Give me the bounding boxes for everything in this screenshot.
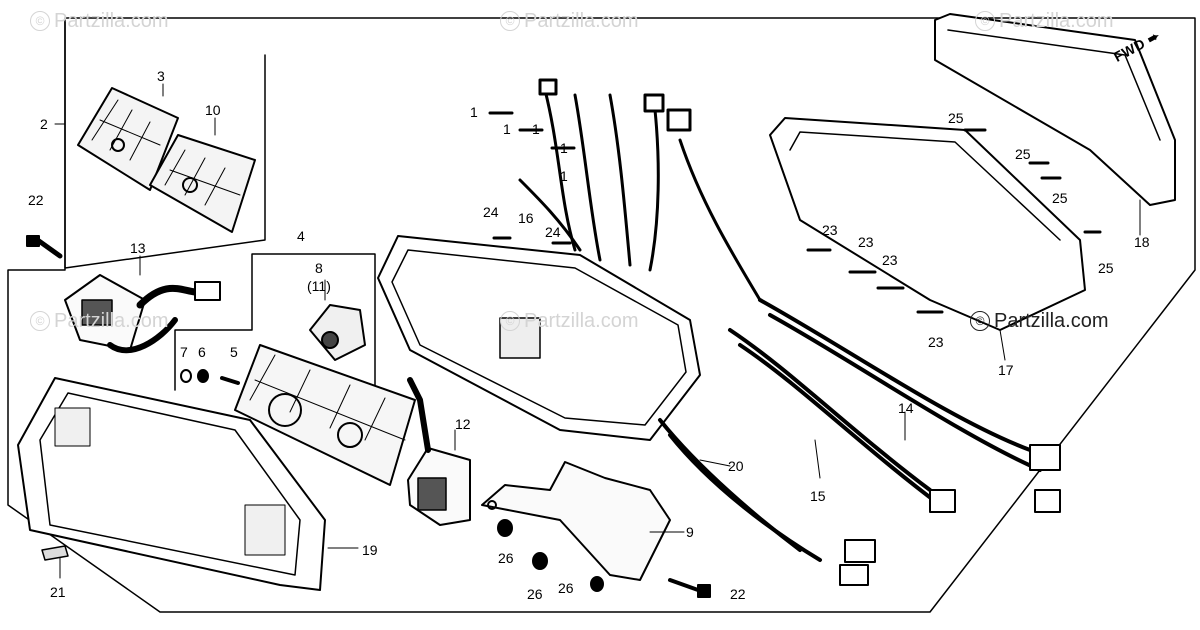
callout-1: 1 bbox=[560, 168, 568, 184]
callout-25: 25 bbox=[1015, 146, 1031, 162]
part-21-clip bbox=[41, 545, 69, 561]
watermark: ©Partzilla.com bbox=[30, 10, 168, 33]
assembly-boundary bbox=[7, 17, 1196, 613]
gauge-panel-4 bbox=[234, 344, 416, 486]
callout-19: 19 bbox=[362, 542, 378, 558]
callout-12: 12 bbox=[455, 416, 471, 432]
callout-8-sub: (11) bbox=[307, 278, 331, 294]
callout-23: 23 bbox=[928, 334, 944, 350]
watermark: ©Partzilla.com bbox=[970, 310, 1108, 333]
cover-18 bbox=[934, 13, 1176, 206]
group-4-bracket bbox=[174, 253, 376, 401]
bolt-22-left bbox=[26, 235, 63, 259]
callout-26: 26 bbox=[527, 586, 543, 602]
watermark: ©Partzilla.com bbox=[975, 10, 1113, 33]
socket-8 bbox=[309, 304, 366, 361]
group-2-bracket bbox=[64, 21, 266, 269]
callout-25: 25 bbox=[1052, 190, 1068, 206]
callout-10: 10 bbox=[205, 102, 221, 118]
callout-26: 26 bbox=[558, 580, 574, 596]
callout-3: 3 bbox=[157, 68, 165, 84]
callout-1: 1 bbox=[470, 104, 478, 120]
callout-1: 1 bbox=[532, 121, 540, 137]
callout-13: 13 bbox=[130, 240, 146, 256]
callout-8: 8 bbox=[315, 260, 323, 276]
callout-15: 15 bbox=[810, 488, 826, 504]
callout-23: 23 bbox=[858, 234, 874, 250]
callout-21: 21 bbox=[50, 584, 66, 600]
callout-4: 4 bbox=[297, 228, 305, 244]
watermark: ©Partzilla.com bbox=[500, 310, 638, 333]
callout-6: 6 bbox=[198, 344, 206, 360]
callout-1: 1 bbox=[503, 121, 511, 137]
callout-26: 26 bbox=[498, 550, 514, 566]
screws-23-24-25 bbox=[492, 128, 1102, 314]
leader-lines bbox=[54, 83, 1141, 579]
bracket-9 bbox=[481, 461, 671, 581]
callout-1: 1 bbox=[560, 140, 568, 156]
callout-18: 18 bbox=[1134, 234, 1150, 250]
unit-12 bbox=[407, 377, 471, 526]
nuts-26 bbox=[497, 519, 604, 592]
indicator-panel-10 bbox=[149, 134, 256, 233]
callout-24: 24 bbox=[483, 204, 499, 220]
callout-17: 17 bbox=[998, 362, 1014, 378]
bolt-22-bottom bbox=[668, 578, 711, 598]
hardware-5-6-7 bbox=[180, 369, 240, 385]
callout-24: 24 bbox=[545, 224, 561, 240]
callout-5: 5 bbox=[230, 344, 238, 360]
callout-2: 2 bbox=[40, 116, 48, 132]
callout-25: 25 bbox=[1098, 260, 1114, 276]
unit-13 bbox=[64, 274, 221, 354]
screws-1 bbox=[488, 111, 576, 150]
callout-9: 9 bbox=[686, 524, 694, 540]
callout-23: 23 bbox=[822, 222, 838, 238]
callout-14: 14 bbox=[898, 400, 914, 416]
callout-22: 22 bbox=[28, 192, 44, 208]
watermark: ©Partzilla.com bbox=[500, 10, 638, 33]
callout-16: 16 bbox=[518, 210, 534, 226]
watermark: ©Partzilla.com bbox=[30, 310, 168, 333]
callout-23: 23 bbox=[882, 252, 898, 268]
cover-17 bbox=[769, 117, 1086, 331]
callout-22: 22 bbox=[730, 586, 746, 602]
callout-25: 25 bbox=[948, 110, 964, 126]
callout-7: 7 bbox=[180, 344, 188, 360]
wire-harness-top bbox=[518, 78, 762, 302]
callout-20: 20 bbox=[728, 458, 744, 474]
meter-case-16 bbox=[377, 235, 701, 441]
lens-19 bbox=[17, 377, 326, 591]
indicator-panel-3 bbox=[77, 87, 179, 191]
wire-harness-14-15-20 bbox=[658, 298, 1061, 586]
